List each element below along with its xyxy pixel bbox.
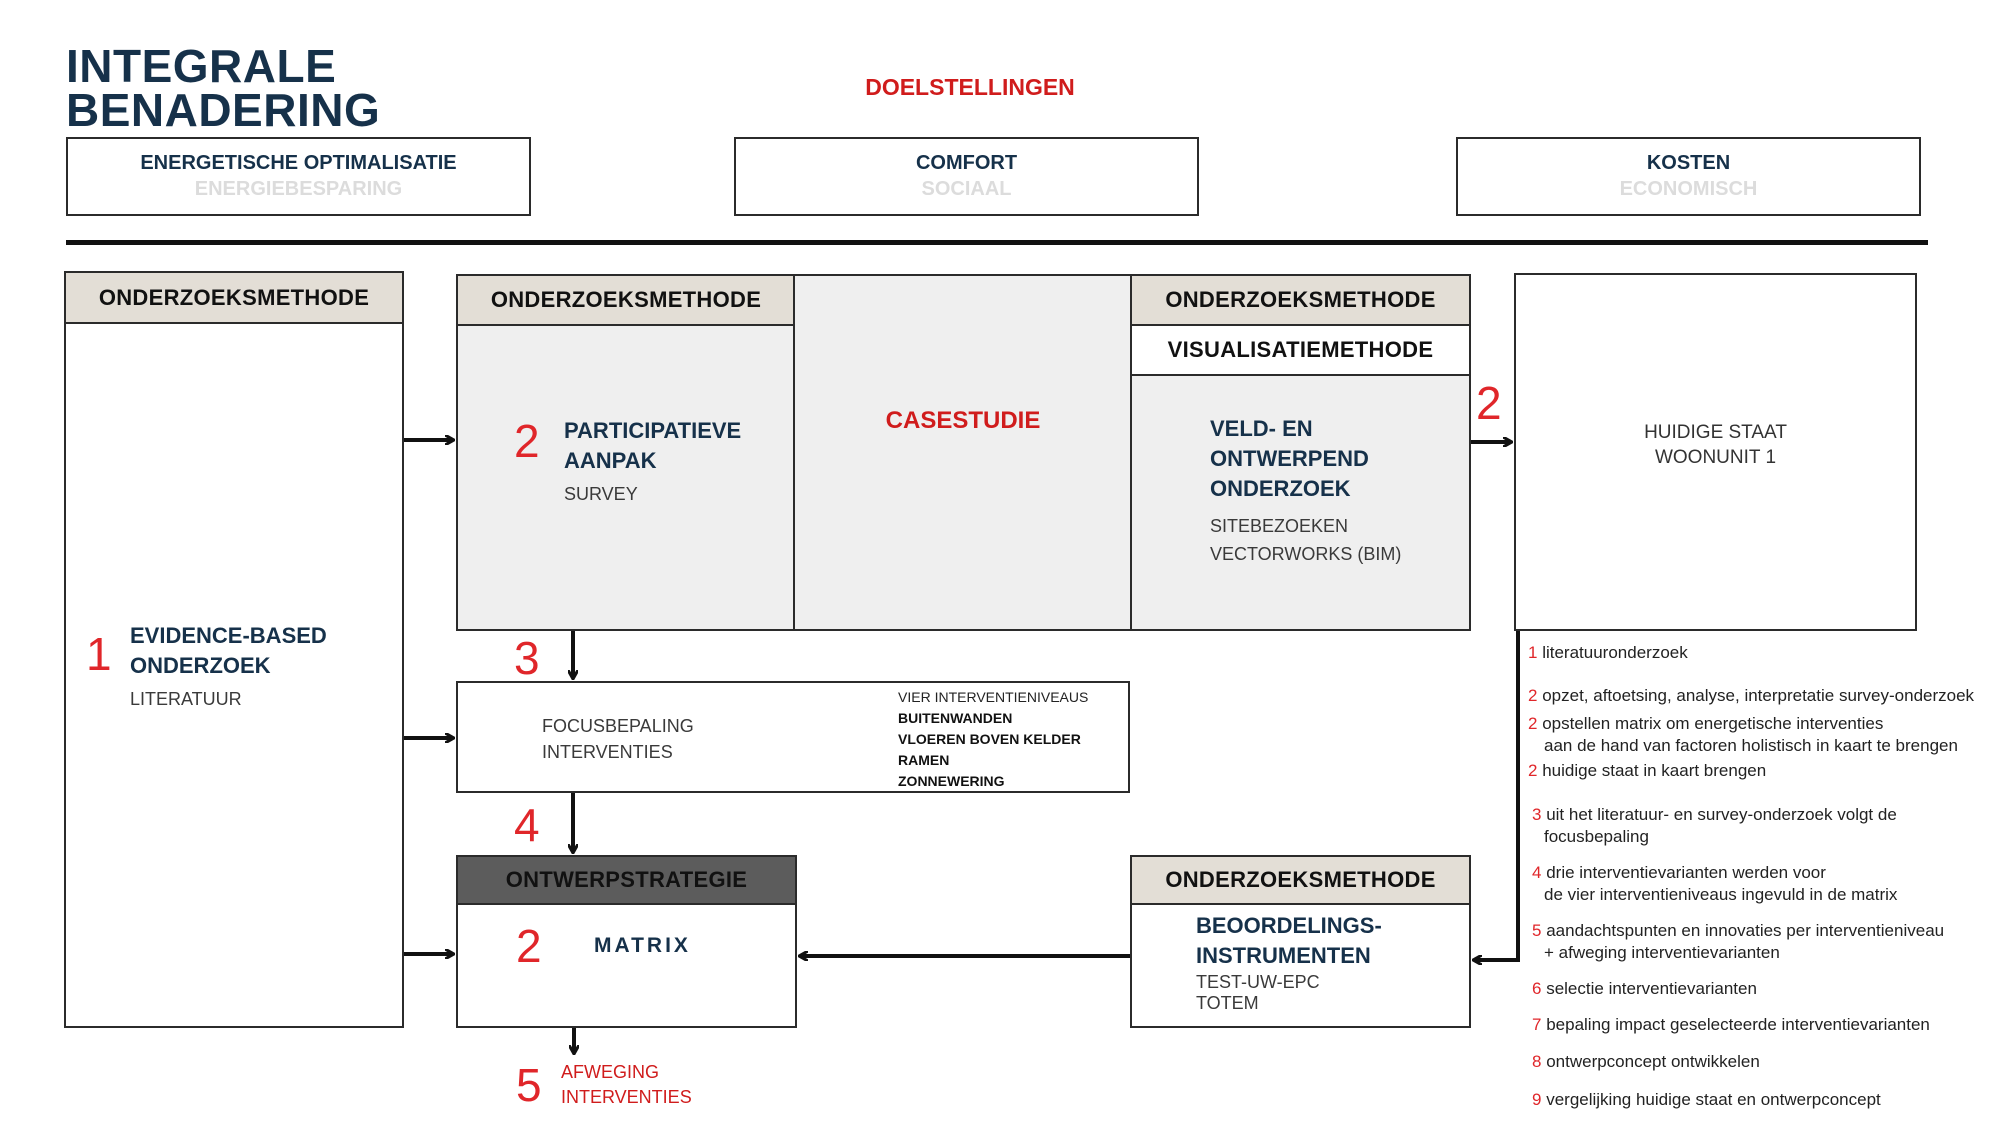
- goal-energy-sub: ENERGIEBESPARING: [194, 178, 403, 200]
- participatief-box: ONDERZOEKSMETHODE 2 PARTICIPATIEVE AANPA…: [456, 274, 796, 631]
- casestudie-box: CASESTUDIE: [793, 274, 1133, 631]
- evidence-text: EVIDENCE-BASED ONDERZOEK LITERATUUR: [130, 621, 327, 713]
- focus-text: FOCUSBEPALING INTERVENTIES: [542, 713, 694, 765]
- matrix-label: MATRIX: [594, 934, 691, 957]
- casestudie-label: CASESTUDIE: [885, 406, 1041, 434]
- beoordeling-sub-2: TOTEM: [1196, 993, 1259, 1013]
- participatief-sub: SURVEY: [564, 484, 638, 504]
- focus-line-2: INTERVENTIES: [542, 742, 673, 762]
- beoordeling-title-1: BEOORDELINGS-: [1196, 913, 1382, 938]
- step-item: 3 uit het literatuur- en survey-onderzoe…: [1532, 805, 1897, 846]
- strategie-arrow-number: 4: [514, 799, 540, 851]
- focus-number: 3: [514, 632, 540, 684]
- divider-line: [66, 240, 1928, 245]
- participatief-title-1: PARTICIPATIEVE: [564, 418, 742, 443]
- focus-levels: VIER INTERVENTIENIVEAUS BUITENWANDEN VLO…: [898, 687, 1088, 792]
- participatief-header: ONDERZOEKSMETHODE: [458, 276, 794, 326]
- participatief-text: PARTICIPATIEVE AANPAK SURVEY: [564, 416, 741, 508]
- veld-text: VELD- EN ONTWERPEND ONDERZOEK SITEBEZOEK…: [1210, 414, 1401, 568]
- step-item: 7 bepaling impact geselecteerde interven…: [1532, 1015, 1930, 1034]
- veld-box: ONDERZOEKSMETHODE VISUALISATIEMETHODE VE…: [1130, 274, 1471, 631]
- step-item: 2 opstellen matrix om energetische inter…: [1528, 714, 1958, 755]
- veld-title-2: ONTWERPEND: [1210, 446, 1369, 471]
- goal-kosten-main: KOSTEN: [1646, 152, 1731, 174]
- veld-sub-1: SITEBEZOEKEN: [1210, 516, 1349, 536]
- step-item: 1 literatuuronderzoek: [1528, 643, 1688, 662]
- beoordeling-text: BEOORDELINGS- INSTRUMENTEN TEST-UW-EPC T…: [1196, 911, 1382, 1013]
- beoordeling-header: ONDERZOEKSMETHODE: [1132, 857, 1469, 905]
- afweging-text: AFWEGING INTERVENTIES: [561, 1060, 692, 1110]
- levels-title: VIER INTERVENTIENIVEAUS: [898, 689, 1089, 705]
- huidige-line-2: WOONUNIT 1: [1654, 447, 1777, 468]
- huidige-staat-box: HUIDIGE STAAT WOONUNIT 1: [1514, 273, 1917, 631]
- veld-title-3: ONDERZOEK: [1210, 476, 1351, 501]
- focus-box: FOCUSBEPALING INTERVENTIES VIER INTERVEN…: [456, 681, 1130, 793]
- strategie-header: ONTWERPSTRATEGIE: [458, 857, 795, 905]
- page-title: INTEGRALE BENADERING: [66, 40, 381, 136]
- title-line-1: INTEGRALE: [66, 40, 337, 92]
- beoordeling-title-2: INSTRUMENTEN: [1196, 943, 1371, 968]
- huidige-line-1: HUIDIGE STAAT: [1644, 422, 1787, 443]
- goal-box-kosten: KOSTEN ECONOMISCH: [1456, 137, 1921, 216]
- participatief-title-2: AANPAK: [564, 448, 657, 473]
- beoordeling-box: ONDERZOEKSMETHODE BEOORDELINGS- INSTRUME…: [1130, 855, 1471, 1028]
- strategie-number: 2: [516, 920, 542, 972]
- evidence-box: ONDERZOEKSMETHODE 1 EVIDENCE-BASED ONDER…: [64, 271, 404, 1028]
- veld-header-2: VISUALISATIEMETHODE: [1132, 326, 1469, 376]
- beoordeling-sub-1: TEST-UW-EPC: [1196, 972, 1320, 992]
- evidence-title-1: EVIDENCE-BASED: [130, 623, 327, 648]
- goal-comfort-main: COMFORT: [915, 152, 1018, 174]
- veld-sub-2: VECTORWORKS (BIM): [1210, 544, 1402, 564]
- participatief-number: 2: [514, 415, 540, 467]
- level-item: BUITENWANDEN: [898, 710, 1013, 726]
- step-item: 8 ontwerpconcept ontwikkelen: [1532, 1052, 1760, 1071]
- arrow-huidige-to-beoordeling: [1475, 631, 1520, 960]
- afweging-number: 5: [516, 1059, 542, 1111]
- veld-header: ONDERZOEKSMETHODE: [1132, 276, 1469, 326]
- evidence-header: ONDERZOEKSMETHODE: [66, 273, 402, 324]
- step-item: 5 aandachtspunten en innovaties per inte…: [1532, 921, 1945, 962]
- step-item: 6 selectie interventievarianten: [1532, 979, 1757, 998]
- afweging-line-2: INTERVENTIES: [561, 1087, 692, 1107]
- goal-comfort-sub: SOCIAAL: [921, 178, 1012, 200]
- goals-heading: DOELSTELLINGEN: [865, 74, 1075, 100]
- goal-energy-main: ENERGETISCHE OPTIMALISATIE: [140, 152, 457, 174]
- level-item: VLOEREN BOVEN KELDER: [898, 731, 1081, 747]
- evidence-title-2: ONDERZOEK: [130, 653, 271, 678]
- level-item: ZONNEWERING: [898, 773, 1005, 789]
- title-line-2: BENADERING: [66, 84, 381, 136]
- step-item: 2 huidige staat in kaart brengen: [1528, 761, 1767, 780]
- step-item: 9 vergelijking huidige staat en ontwerpc…: [1532, 1090, 1881, 1109]
- focus-line-1: FOCUSBEPALING: [542, 716, 694, 736]
- step-item: 2 opzet, aftoetsing, analyse, interpreta…: [1528, 686, 1975, 705]
- afweging-line-1: AFWEGING: [561, 1062, 659, 1082]
- arrow-number-2: 2: [1476, 377, 1502, 429]
- evidence-sub: LITERATUUR: [130, 689, 242, 709]
- veld-title-1: VELD- EN: [1210, 416, 1313, 441]
- goal-kosten-sub: ECONOMISCH: [1619, 178, 1758, 200]
- level-item: RAMEN: [898, 752, 950, 768]
- goal-box-comfort: COMFORT SOCIAAL: [734, 137, 1199, 216]
- strategie-box: ONTWERPSTRATEGIE 2 MATRIX: [456, 855, 797, 1028]
- evidence-number: 1: [86, 628, 112, 680]
- goal-box-energy: ENERGETISCHE OPTIMALISATIE ENERGIEBESPAR…: [66, 137, 531, 216]
